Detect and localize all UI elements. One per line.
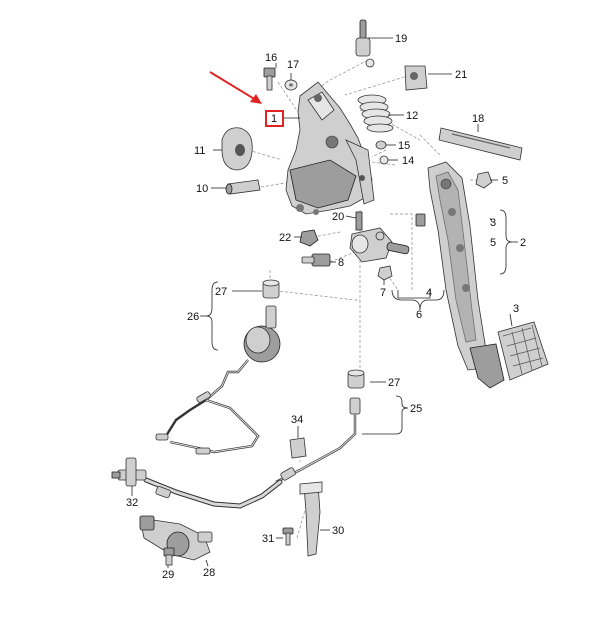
- label-16: 16: [265, 52, 277, 64]
- label-28: 28: [203, 567, 215, 579]
- label-2: 2: [520, 237, 526, 249]
- part-22-nut: [299, 229, 319, 247]
- part-16-bolt: [263, 67, 276, 91]
- part-14-clip: [379, 155, 389, 165]
- red-arrow-icon: [250, 94, 262, 104]
- highlight-callout: [209, 71, 284, 127]
- label-6: 6: [416, 309, 422, 321]
- label-11: 11: [194, 145, 205, 157]
- label-29: 29: [162, 569, 174, 581]
- label-19: 19: [395, 33, 407, 45]
- label-32: 32: [126, 497, 138, 509]
- part-29-bolt: [163, 547, 175, 566]
- part-19-clip: [355, 19, 375, 68]
- part-26-slave-cylinder: [155, 305, 281, 455]
- clutch-hose: [143, 467, 296, 509]
- highlight-box: [265, 110, 284, 127]
- part-32-t-fitting: [111, 457, 147, 487]
- label-5-bracket: 5: [490, 237, 496, 249]
- part-3-pedal-pad: [497, 321, 549, 381]
- label-1: 1: [271, 113, 277, 125]
- label-17: 17: [287, 59, 299, 71]
- label-3-pad: 3: [513, 303, 519, 315]
- label-26: 26: [187, 311, 199, 323]
- leader-lines: [131, 37, 513, 568]
- label-20: 20: [332, 211, 344, 223]
- label-31: 31: [262, 533, 274, 545]
- label-8: 8: [338, 257, 344, 269]
- part-34-clip: [289, 437, 307, 459]
- part-15-nut: [375, 140, 387, 150]
- part-20-master-cylinder: [349, 211, 410, 263]
- label-5-top: 5: [502, 175, 508, 187]
- label-4: 4: [426, 287, 432, 299]
- part-5-nut-top: [475, 171, 493, 189]
- label-27-lower: 27: [388, 377, 400, 389]
- label-25: 25: [410, 403, 422, 415]
- part-12-spring: [357, 94, 394, 133]
- label-7: 7: [380, 287, 386, 299]
- label-30: 30: [332, 525, 344, 537]
- part-27-lower-cap: [347, 369, 365, 389]
- part-18-plate: [438, 127, 523, 161]
- part-28-cylinder: [139, 515, 213, 561]
- part-17-washer: [284, 79, 298, 91]
- pedal-arm: [427, 161, 505, 389]
- part-10-pin: [225, 179, 261, 195]
- group-brackets: [200, 209, 518, 435]
- part-11-bumper: [221, 127, 253, 171]
- label-3-bracket: 3: [490, 217, 496, 229]
- label-15: 15: [398, 140, 410, 152]
- label-10: 10: [196, 183, 208, 195]
- label-14: 14: [402, 155, 414, 167]
- part-4-clip: [415, 213, 426, 227]
- part-27-upper-cap: [262, 279, 280, 299]
- label-18: 18: [472, 113, 484, 125]
- part-8-sensor: [301, 253, 331, 267]
- part-7-nut: [377, 265, 393, 281]
- label-22: 22: [279, 232, 291, 244]
- part-labels: 19 16 17 21 12 1 18 11 15 14 5 10 20 3 2…: [126, 33, 526, 581]
- label-27-upper: 27: [215, 286, 227, 298]
- part-1-pedal-bracket: [285, 81, 375, 215]
- part-31-bolt: [282, 527, 294, 546]
- label-21: 21: [455, 69, 467, 81]
- label-12: 12: [406, 110, 418, 122]
- part-21-bracket: [404, 65, 428, 91]
- part-30-bracket: [299, 481, 323, 557]
- label-34: 34: [291, 414, 303, 426]
